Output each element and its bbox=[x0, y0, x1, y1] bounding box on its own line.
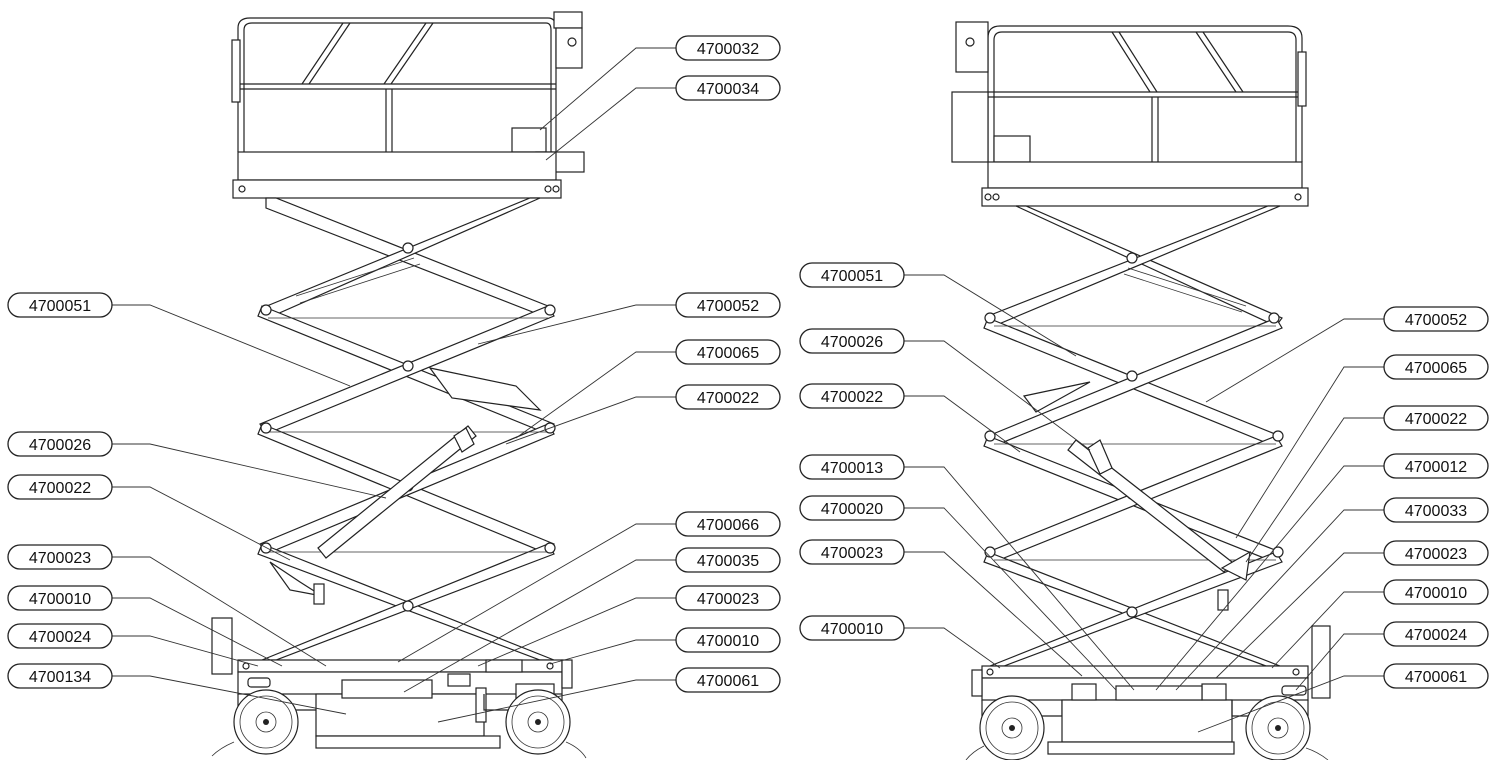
part-number-label: 4700010 bbox=[821, 621, 883, 638]
callout-part-4700026[interactable]: 4700026 bbox=[7, 431, 387, 499]
left-guardrail bbox=[231, 11, 585, 173]
left-rear-wheel bbox=[505, 689, 571, 755]
part-number-label: 4700061 bbox=[697, 673, 759, 690]
callout-part-4700022[interactable]: 4700022 bbox=[1245, 405, 1489, 563]
part-number-label: 4700022 bbox=[29, 480, 91, 497]
part-number-label: 4700024 bbox=[1405, 627, 1467, 644]
part-number-label: 4700032 bbox=[697, 41, 759, 58]
callout-part-4700024[interactable]: 4700024 bbox=[7, 623, 259, 667]
right-platform-deck bbox=[987, 161, 1303, 189]
callout-part-4700066[interactable]: 4700066 bbox=[397, 511, 781, 663]
callout-part-4700065[interactable]: 4700065 bbox=[515, 339, 781, 439]
part-number-label: 4700013 bbox=[821, 460, 883, 477]
callout-part-4700035[interactable]: 4700035 bbox=[403, 547, 781, 693]
left-scissor-stack bbox=[257, 197, 556, 661]
callout-part-4700065[interactable]: 4700065 bbox=[1235, 354, 1489, 539]
callout-part-4700022[interactable]: 4700022 bbox=[505, 384, 781, 445]
part-number-label: 4700010 bbox=[1405, 585, 1467, 602]
left-chassis bbox=[211, 617, 573, 749]
part-number-label: 4700010 bbox=[29, 591, 91, 608]
callout-part-4700023[interactable]: 4700023 bbox=[799, 539, 1083, 677]
left-platform-base bbox=[232, 179, 562, 199]
part-number-label: 4700034 bbox=[697, 81, 759, 98]
part-number-label: 4700066 bbox=[697, 517, 759, 534]
left-front-wheel bbox=[233, 689, 299, 755]
part-number-label: 4700022 bbox=[697, 390, 759, 407]
part-number-label: 4700051 bbox=[29, 298, 91, 315]
part-number-label: 4700023 bbox=[821, 545, 883, 562]
callout-part-4700010[interactable]: 4700010 bbox=[549, 627, 781, 665]
part-number-label: 4700010 bbox=[697, 633, 759, 650]
callout-part-4700051[interactable]: 4700051 bbox=[799, 262, 1077, 357]
callout-part-4700061[interactable]: 4700061 bbox=[1197, 663, 1489, 733]
callout-part-4700024[interactable]: 4700024 bbox=[1295, 621, 1489, 691]
right-view-callouts-right: 4700052 4700065 4700022 4700012 4700033 … bbox=[1155, 306, 1489, 733]
part-number-label: 4700134 bbox=[29, 669, 91, 686]
callout-part-4700023[interactable]: 4700023 bbox=[1215, 540, 1489, 679]
part-number-label: 4700051 bbox=[821, 268, 883, 285]
part-number-label: 4700023 bbox=[1405, 546, 1467, 563]
left-lift-drawing bbox=[211, 11, 587, 759]
callout-part-4700026[interactable]: 4700026 bbox=[799, 328, 1091, 451]
part-number-label: 4700023 bbox=[29, 550, 91, 567]
right-lift-drawing bbox=[951, 21, 1331, 760]
callout-part-4700013[interactable]: 4700013 bbox=[799, 454, 1135, 691]
part-number-label: 4700012 bbox=[1405, 459, 1467, 476]
callout-part-4700010[interactable]: 4700010 bbox=[1271, 579, 1489, 669]
callout-part-4700134[interactable]: 4700134 bbox=[7, 663, 347, 715]
right-platform-base bbox=[981, 187, 1309, 207]
left-platform-deck bbox=[237, 151, 557, 181]
part-number-label: 4700052 bbox=[1405, 312, 1467, 329]
part-number-label: 4700035 bbox=[697, 553, 759, 570]
right-view-callouts-left: 4700051 4700026 4700022 4700013 4700020 … bbox=[799, 262, 1135, 691]
right-guardrail bbox=[951, 21, 1307, 163]
callout-part-4700020[interactable]: 4700020 bbox=[799, 495, 1117, 691]
part-number-label: 4700065 bbox=[1405, 360, 1467, 377]
callout-part-4700034[interactable]: 4700034 bbox=[545, 75, 781, 161]
part-number-label: 4700023 bbox=[697, 591, 759, 608]
left-view-callouts-right: 4700032 4700034 4700052 4700065 4700022 … bbox=[397, 35, 781, 723]
right-chassis bbox=[971, 625, 1331, 755]
part-number-label: 4700020 bbox=[821, 501, 883, 518]
callout-part-4700022[interactable]: 4700022 bbox=[799, 383, 1021, 453]
part-number-label: 4700052 bbox=[697, 298, 759, 315]
part-number-label: 4700033 bbox=[1405, 503, 1467, 520]
left-view-callouts-left: 4700051 4700026 4700022 4700023 4700010 … bbox=[7, 292, 387, 715]
callout-part-4700023[interactable]: 4700023 bbox=[7, 544, 327, 667]
callout-part-4700061[interactable]: 4700061 bbox=[437, 667, 781, 723]
callout-part-4700010[interactable]: 4700010 bbox=[7, 585, 283, 667]
right-scissor-stack bbox=[983, 205, 1284, 667]
part-number-label: 4700065 bbox=[697, 345, 759, 362]
callout-part-4700022[interactable]: 4700022 bbox=[7, 474, 291, 561]
part-number-label: 4700022 bbox=[821, 389, 883, 406]
part-number-label: 4700061 bbox=[1405, 669, 1467, 686]
callout-part-4700032[interactable]: 4700032 bbox=[539, 35, 781, 131]
callout-part-4700010[interactable]: 4700010 bbox=[799, 615, 1001, 669]
right-rear-wheel bbox=[1245, 695, 1311, 760]
callout-part-4700051[interactable]: 4700051 bbox=[7, 292, 351, 387]
right-front-wheel bbox=[979, 695, 1045, 760]
callout-part-4700052[interactable]: 4700052 bbox=[477, 292, 781, 345]
part-number-label: 4700026 bbox=[29, 437, 91, 454]
part-number-label: 4700026 bbox=[821, 334, 883, 351]
callout-part-4700052[interactable]: 4700052 bbox=[1205, 306, 1489, 403]
callout-part-4700033[interactable]: 4700033 bbox=[1175, 497, 1489, 691]
part-number-label: 4700022 bbox=[1405, 411, 1467, 428]
callout-part-4700012[interactable]: 4700012 bbox=[1155, 453, 1489, 691]
callout-part-4700023[interactable]: 4700023 bbox=[477, 585, 781, 667]
part-number-label: 4700024 bbox=[29, 629, 91, 646]
